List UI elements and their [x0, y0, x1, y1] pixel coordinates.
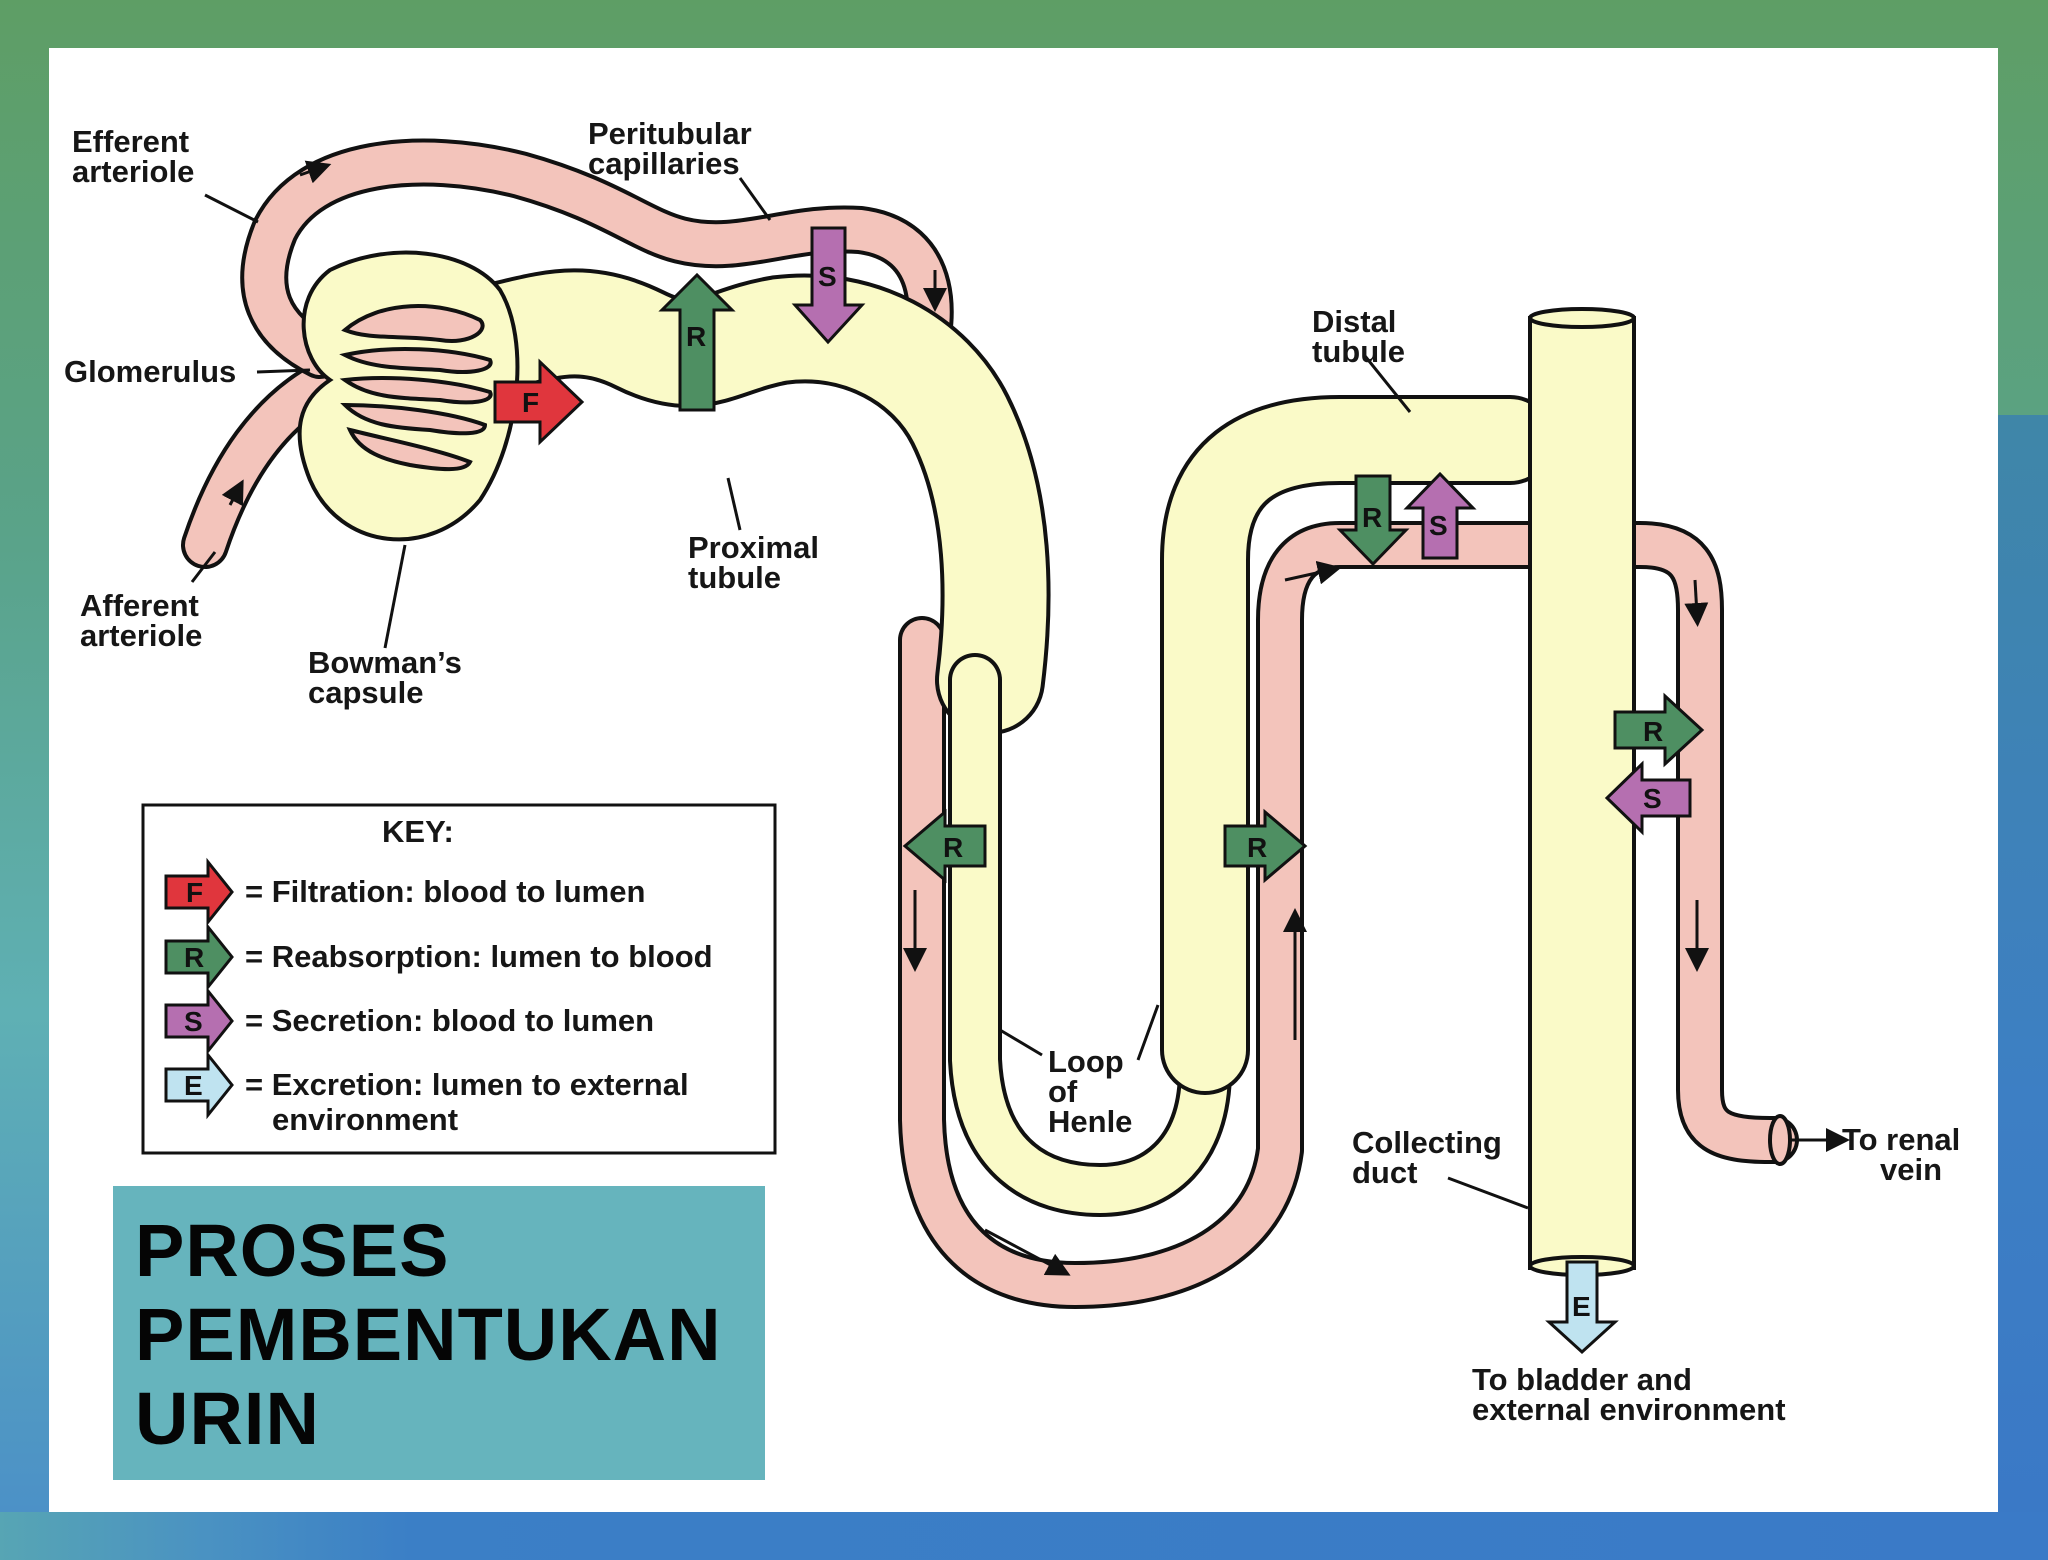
to-renal-vein-label-2: vein: [1880, 1152, 1942, 1187]
bowmans-capsule-label-1: Bowman’s: [308, 645, 462, 680]
key-reabsorption-letter: R: [184, 942, 204, 973]
slide-title-line-1: PROSES: [135, 1209, 450, 1292]
efferent-arteriole-label-1: Efferent: [72, 124, 189, 159]
proximal-tubule-label-1: Proximal: [688, 530, 819, 565]
efferent-arteriole-label-2: arteriole: [72, 154, 194, 189]
collecting-duct-label-2: duct: [1352, 1155, 1417, 1190]
reabsorption-marker-distal: R: [1336, 474, 1410, 567]
key-legend: KEY: F = Filtration: blood to lumen R = …: [141, 803, 777, 1155]
secretion-marker-collecting: S: [1604, 760, 1692, 836]
glomerulus: [339, 304, 493, 472]
to-renal-vein-label-1: To renal: [1842, 1122, 1960, 1157]
reabsorption-marker-letter: R: [943, 832, 963, 863]
key-excretion-icon: [164, 1050, 234, 1120]
key-title: KEY:: [382, 814, 454, 849]
flow-arrows: [221, 160, 1709, 1276]
slide-title-line-3: URIN: [135, 1377, 320, 1460]
key-secretion-text: = Secretion: blood to lumen: [245, 1003, 654, 1038]
distal-tubule-label-1: Distal: [1312, 304, 1396, 339]
peritubular-capillaries-label-2: capillaries: [588, 146, 740, 181]
reabsorption-marker-letter: R: [1362, 502, 1382, 533]
bottom-accent-bar: [0, 1512, 2048, 1560]
afferent-arteriole-label-2: arteriole: [80, 618, 202, 653]
loop-of-henle-label-2: of: [1048, 1074, 1078, 1109]
glomerulus-label: Glomerulus: [64, 354, 236, 389]
key-reabsorption-text: = Reabsorption: lumen to blood: [245, 939, 713, 974]
key-excretion-text-1: = Excretion: lumen to external: [245, 1067, 689, 1102]
secretion-marker-distal: S: [1403, 471, 1477, 560]
filtration-marker-letter: F: [522, 387, 539, 418]
renal-vein-end: [1768, 1114, 1792, 1166]
leader-lines: [190, 177, 1850, 1210]
bowmans-capsule-label-2: capsule: [308, 675, 423, 710]
reabsorption-marker-letter: R: [686, 321, 706, 352]
to-bladder-label-1: To bladder and: [1472, 1362, 1692, 1397]
secretion-marker-letter: S: [818, 261, 837, 292]
loop-of-henle-label-1: Loop: [1048, 1044, 1124, 1079]
reabsorption-marker-collecting: R: [1613, 692, 1705, 768]
excretion-marker: E: [1545, 1260, 1619, 1355]
key-reabsorption-icon: [164, 922, 234, 992]
key-excretion-text-2: environment: [272, 1102, 458, 1137]
diagram-labels: Efferent arteriole Peritubular capillari…: [64, 116, 1960, 1427]
slide-title-box: PROSES PEMBENTUKAN URIN: [113, 1186, 765, 1480]
reabsorption-marker-proximal: R: [658, 272, 736, 412]
key-filtration-text: = Filtration: blood to lumen: [245, 874, 645, 909]
tubule: [375, 268, 1555, 1217]
proximal-tubule-label-2: tubule: [688, 560, 781, 595]
slide-title-line-2: PEMBENTUKAN: [135, 1293, 722, 1376]
secretion-marker-proximal: S: [791, 226, 866, 345]
right-accent-bar: [1998, 415, 2048, 1560]
key-filtration-letter: F: [186, 877, 203, 908]
key-secretion-icon: [164, 986, 234, 1056]
key-excretion-letter: E: [184, 1070, 203, 1101]
loop-of-henle-label-3: Henle: [1048, 1104, 1132, 1139]
secretion-marker-letter: S: [1429, 510, 1448, 541]
collecting-duct-label-1: Collecting: [1352, 1125, 1502, 1160]
reabsorption-marker-descending: R: [902, 808, 987, 884]
reabsorption-marker-letter: R: [1643, 716, 1663, 747]
key-secretion-letter: S: [184, 1006, 203, 1037]
to-bladder-label-2: external environment: [1472, 1392, 1786, 1427]
reabsorption-marker-ascending: R: [1223, 808, 1308, 884]
distal-tubule-label-2: tubule: [1312, 334, 1405, 369]
filtration-marker: F: [493, 358, 585, 446]
afferent-arteriole-label-1: Afferent: [80, 588, 199, 623]
excretion-marker-letter: E: [1572, 1291, 1591, 1322]
key-filtration-icon: [164, 857, 234, 927]
blood-vessels: [181, 138, 1799, 1309]
peritubular-capillaries-label-1: Peritubular: [588, 116, 752, 151]
secretion-marker-letter: S: [1643, 783, 1662, 814]
reabsorption-marker-letter: R: [1247, 832, 1267, 863]
